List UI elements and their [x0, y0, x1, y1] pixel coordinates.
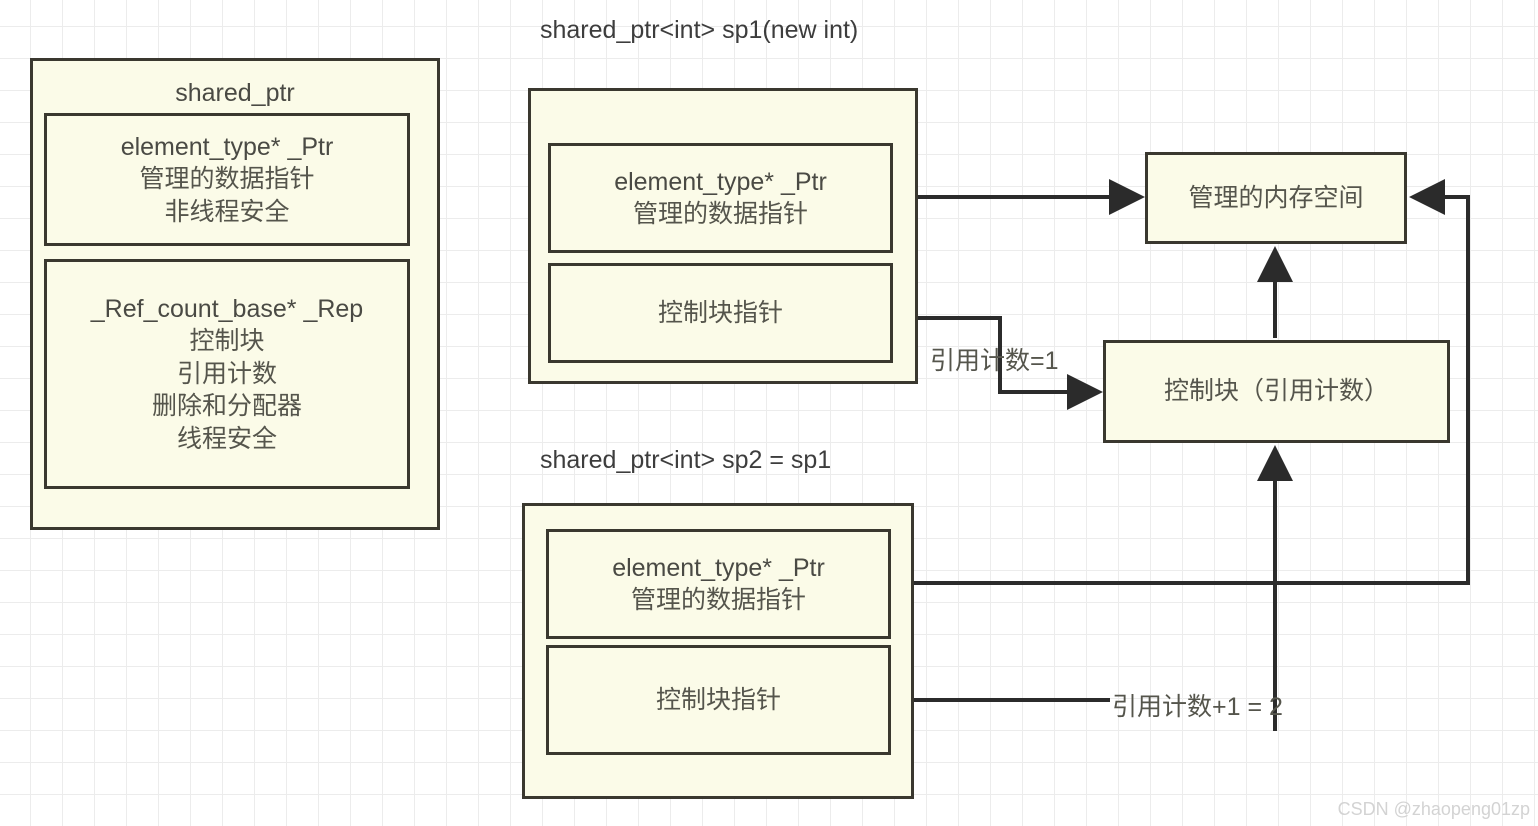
watermark: CSDN @zhaopeng01zp	[1337, 799, 1530, 819]
managed-memory-box: 管理的内存空间	[1145, 152, 1407, 244]
structure-slot2-line2: 控制块	[189, 327, 265, 355]
sp1-data-ptr-line2: 管理的数据指针	[632, 199, 808, 228]
sp2-data-ptr-line1: element_type* _Ptr	[612, 553, 825, 582]
sp1-ctrl-ptr-slot: 控制块指针	[548, 263, 893, 363]
refcount-1-label: 引用计数=1	[930, 347, 1059, 375]
control-block-box: 控制块（引用计数）	[1103, 340, 1450, 443]
sp2-ctrl-ptr-slot: 控制块指针	[546, 645, 891, 755]
sp2-data-ptr-line2: 管理的数据指针	[630, 585, 806, 614]
sp2-data-ptr-slot: element_type* _Ptr 管理的数据指针	[546, 529, 891, 639]
structure-slot2-line1: _Ref_count_base* _Rep	[90, 295, 364, 323]
structure-slot1-line1: element_type* _Ptr	[120, 133, 334, 161]
sp1-data-ptr-slot: element_type* _Ptr 管理的数据指针	[548, 143, 893, 253]
structure-slot2-line3: 引用计数	[176, 359, 277, 388]
sp2-caption: shared_ptr<int> sp2 = sp1	[540, 446, 832, 474]
structure-slot2-line4: 删除和分配器	[151, 392, 302, 420]
refcount-2-label: 引用计数+1 = 2	[1112, 693, 1283, 721]
sp1-caption: shared_ptr<int> sp1(new int)	[540, 16, 859, 44]
structure-slot-ref-count: _Ref_count_base* _Rep 控制块 引用计数 删除和分配器 线程…	[44, 259, 410, 489]
sp2-ctrl-ptr-line1: 控制块指针	[655, 685, 781, 714]
structure-box-title: shared_ptr	[175, 79, 295, 107]
control-block-label: 控制块（引用计数）	[1163, 377, 1389, 406]
structure-slot-data-ptr: element_type* _Ptr 管理的数据指针 非线程安全	[44, 113, 410, 246]
structure-slot2-line5: 线程安全	[176, 424, 277, 453]
sp1-ctrl-ptr-line1: 控制块指针	[657, 298, 783, 327]
managed-memory-label: 管理的内存空间	[1188, 183, 1364, 212]
structure-slot1-line2: 管理的数据指针	[139, 165, 315, 193]
sp1-data-ptr-line1: element_type* _Ptr	[614, 167, 827, 196]
structure-slot1-line3: 非线程安全	[164, 197, 290, 226]
